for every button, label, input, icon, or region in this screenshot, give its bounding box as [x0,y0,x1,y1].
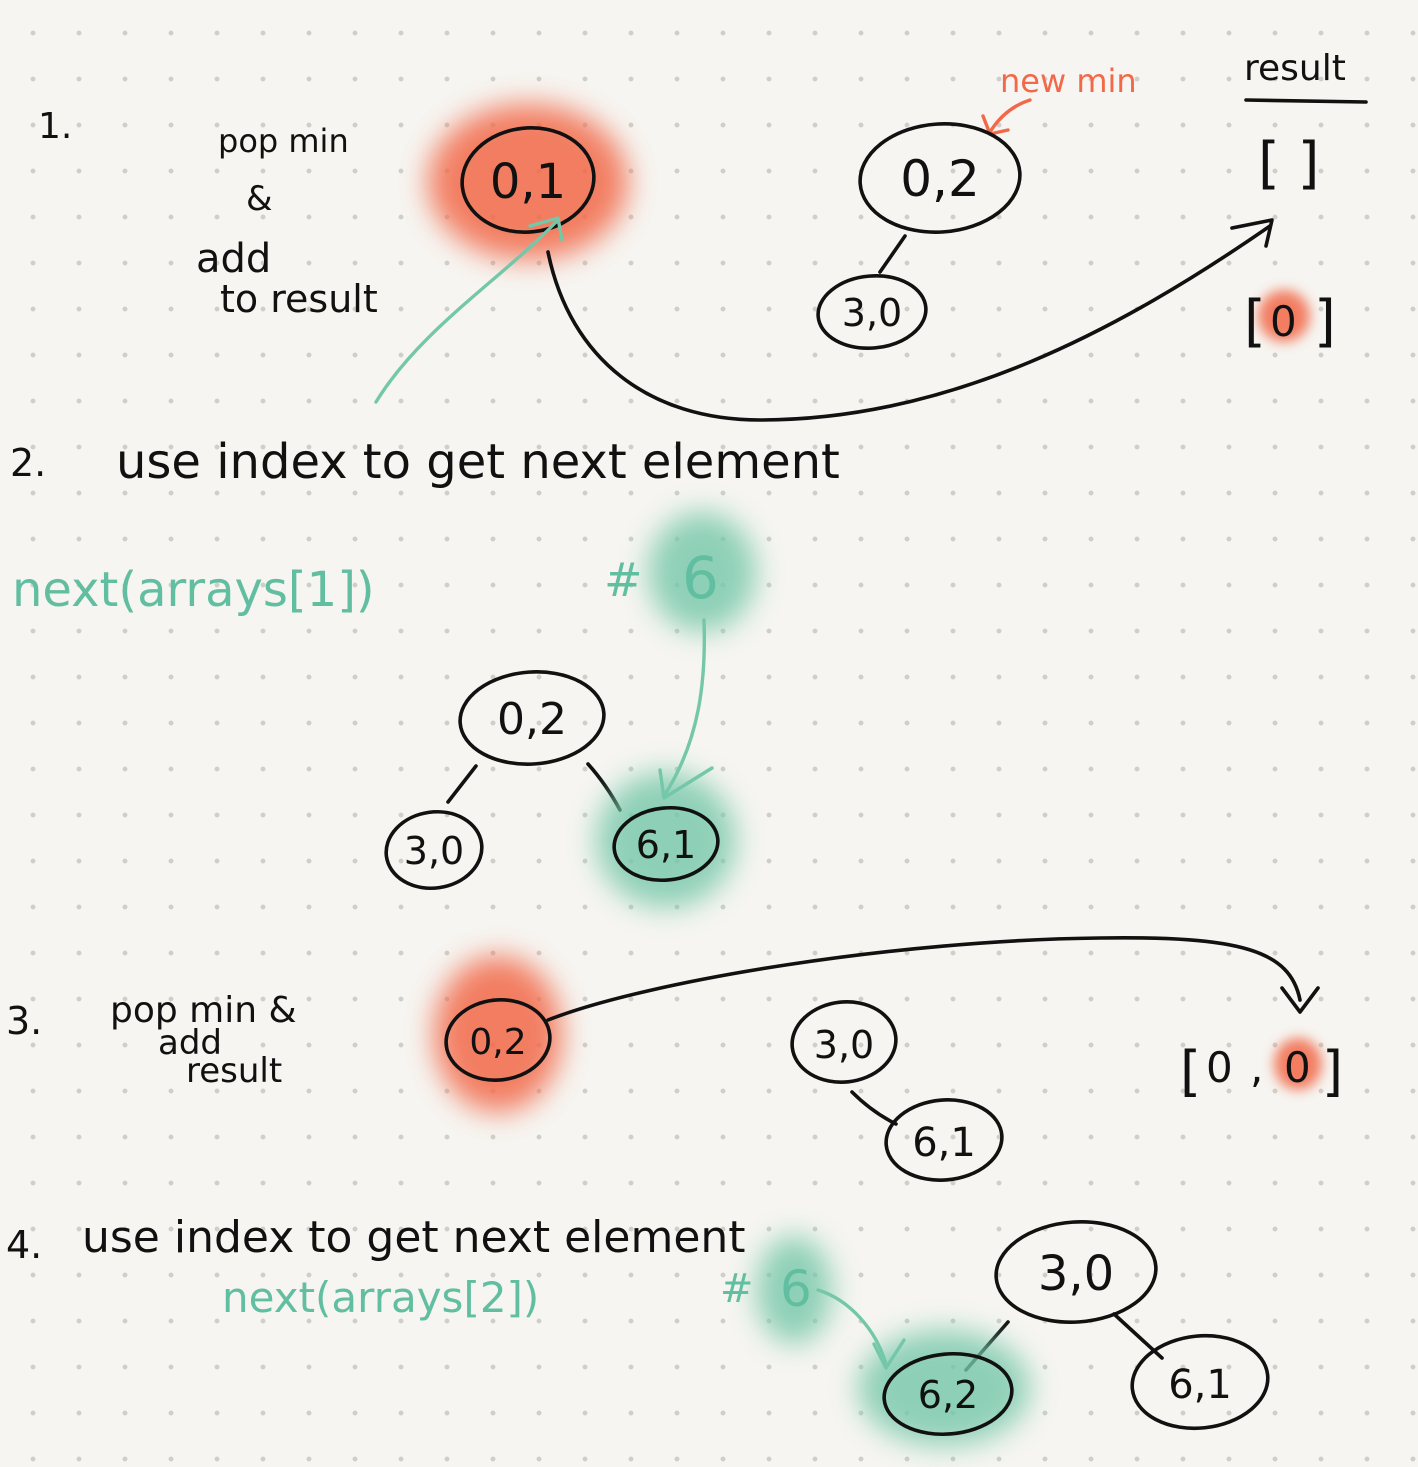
node-step-4-root-3-0 [994,1220,1158,1324]
step-3-caption-line-3: result [186,1051,282,1091]
step-3-result-sep: , [1250,1043,1263,1092]
step-1-caption-line-1: pop min [218,122,349,160]
node-step-3-child-label: 6,1 [912,1120,976,1166]
node-step-3-root-3-0 [790,1000,898,1084]
node-step-4-root-label: 3,0 [1038,1246,1114,1302]
node-step-2-right-6-1 [612,805,720,883]
new-min-arrow [988,98,1032,134]
result-header: result [1244,48,1346,89]
step-2-caption: use index to get next element [116,434,840,490]
node-step-3-root-label: 3,0 [814,1023,874,1067]
step-2-comment-hash: # [604,553,643,607]
step-3-caption-line-1: pop min & [110,990,297,1031]
new-min-label: new min [1000,62,1137,100]
node-step-4-right-6-1 [1130,1333,1270,1431]
step-4-number: 4. [6,1223,42,1267]
step-3-result-v2: 0 [1284,1043,1311,1092]
result-before: [ ] [1258,131,1320,196]
node-step-4-left-label: 6,2 [918,1373,978,1417]
node-step-2-left-3-0 [384,809,484,891]
orange-highlight-result-second-0 [1274,1038,1322,1090]
node-step-4-left-6-2 [882,1351,1014,1437]
heap-edge-step-3 [850,1090,898,1126]
teal-highlight-value-6-step-4 [756,1236,832,1344]
step-3-number: 3. [6,999,42,1043]
result-after-open: [ [1244,289,1266,354]
node-popped-0-1 [460,126,596,234]
node-popped-0-1-label: 0,1 [490,154,566,210]
step-1-number: 1. [38,106,72,147]
step-3: 3. pop min & add result 0,2 3,0 6,1 [ 0 … [6,936,1343,1182]
step-1-caption-line-3: add [196,236,271,282]
node-step-4-right-label: 6,1 [1168,1362,1232,1408]
step-2-number: 2. [10,441,46,485]
step-4-caption: use index to get next element [82,1212,746,1263]
heap-edge-left [446,764,478,804]
step-2-code: next(arrays[1]) [12,562,375,618]
step-3-result-close: ] [1322,1040,1343,1103]
popped-to-result-arrow [546,224,1272,422]
popped-to-result-arrowhead-step-3 [1280,986,1320,1014]
node-step-3-child-6-1 [884,1098,1004,1182]
node-step-3-popped-0-2 [444,998,552,1082]
index-arrow-to-popped [374,220,558,404]
heap-edge-1 [878,234,907,274]
step-3-result-open: [ [1180,1040,1201,1103]
step-2: 2. use index to get next element next(ar… [10,434,840,908]
node-step-2-root-label: 0,2 [497,694,567,745]
value-to-node-arrow [662,618,707,798]
step-1-caption-line-4: to result [220,277,378,321]
result-after-close: ] [1314,289,1336,354]
node-heap-child-3-0-label: 3,0 [842,291,902,335]
node-step-2-right-label: 6,1 [636,823,696,867]
step-3-caption-line-2: add [158,1023,222,1063]
node-step-3-popped-label: 0,2 [469,1022,526,1063]
node-step-2-root-0-2 [458,670,606,766]
step-4: 4. use index to get next element next(ar… [6,1212,1270,1446]
teal-highlight-value-6 [648,512,756,632]
popped-to-result-arrowhead [1230,218,1274,248]
step-3-result-v1: 0 [1206,1043,1233,1092]
step-4-code: next(arrays[2]) [222,1273,539,1322]
step-2-comment-value: 6 [682,544,719,612]
node-heap-root-0-2-label: 0,2 [900,150,980,208]
result-underline [1244,98,1368,104]
popped-to-result-arrow-step-3 [546,936,1302,1022]
step-4-comment-hash: # [720,1266,754,1312]
node-heap-child-3-0 [816,274,928,350]
step-1: 1. pop min & add to result 0,1 new min 0… [38,48,1368,422]
index-arrowhead [528,216,564,242]
node-heap-root-0-2 [858,122,1022,234]
step-4-comment-value: 6 [780,1260,812,1318]
orange-highlight-result-0 [1258,290,1310,342]
result-after-value: 0 [1270,297,1297,346]
step-1-caption-line-2: & [246,179,273,219]
node-step-2-left-label: 3,0 [404,829,464,873]
